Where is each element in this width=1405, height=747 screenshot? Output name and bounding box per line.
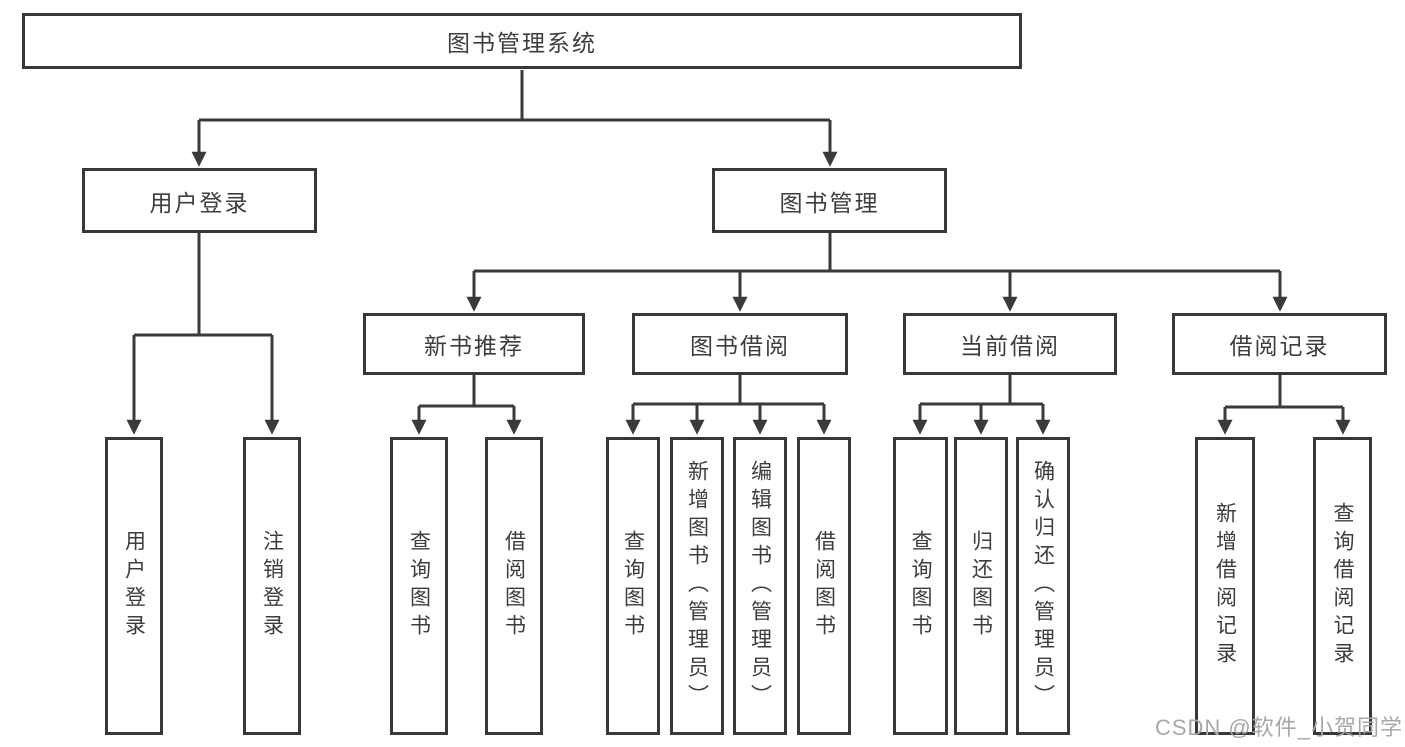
node-user-login: 用户登录	[82, 168, 317, 233]
leaf-edit-books-admin: 编辑图书（管理员）	[733, 437, 787, 735]
leaf-logout: 注销登录	[243, 437, 301, 735]
node-borrow-records: 借阅记录	[1172, 313, 1387, 375]
leaf-label: 确认归还（管理员）	[1031, 460, 1055, 712]
leaf-label: 用户登录	[122, 530, 146, 642]
node-borrow-records-label: 借阅记录	[1229, 333, 1330, 359]
leaf-confirm-return-admin: 确认归还（管理员）	[1016, 437, 1070, 735]
node-root-system: 图书管理系统	[22, 13, 1022, 69]
node-current-borrow: 当前借阅	[903, 313, 1117, 375]
node-new-book-recommend-label: 新书推荐	[424, 333, 524, 359]
leaf-label: 注销登录	[260, 530, 284, 642]
node-book-borrow: 图书借阅	[632, 313, 848, 375]
leaf-label: 查询图书	[407, 530, 431, 642]
leaf-return-books: 归还图书	[954, 437, 1008, 735]
node-current-borrow-label: 当前借阅	[960, 333, 1060, 359]
leaf-label: 新增借阅记录	[1213, 502, 1237, 670]
leaf-query-books-current: 查询图书	[893, 437, 948, 735]
node-book-management-label: 图书管理	[779, 189, 880, 216]
leaf-label: 借阅图书	[502, 530, 526, 642]
leaf-query-borrow-record: 查询借阅记录	[1313, 437, 1372, 735]
node-book-management: 图书管理	[712, 168, 947, 233]
leaf-label: 查询借阅记录	[1331, 502, 1354, 670]
leaf-user-login: 用户登录	[105, 437, 163, 735]
leaf-label: 编辑图书（管理员）	[748, 460, 772, 712]
leaf-label: 借阅图书	[812, 530, 836, 642]
leaf-label: 查询图书	[909, 530, 932, 642]
leaf-label: 查询图书	[621, 530, 645, 642]
node-user-login-label: 用户登录	[149, 189, 250, 216]
leaf-borrow-books: 借阅图书	[797, 437, 851, 735]
leaf-borrow-books-recommend: 借阅图书	[485, 437, 543, 735]
leaf-query-books-borrow: 查询图书	[606, 437, 660, 735]
node-book-borrow-label: 图书借阅	[690, 333, 790, 359]
csdn-watermark: CSDN @软件_小贺同学	[1154, 715, 1403, 740]
leaf-add-books-admin: 新增图书（管理员）	[670, 437, 724, 735]
leaf-add-borrow-record: 新增借阅记录	[1195, 437, 1255, 735]
leaf-label: 新增图书（管理员）	[685, 460, 709, 712]
leaf-query-books-recommend: 查询图书	[390, 437, 448, 735]
node-new-book-recommend: 新书推荐	[363, 313, 585, 375]
node-root-system-label: 图书管理系统	[447, 30, 597, 56]
leaf-label: 归还图书	[969, 530, 993, 642]
